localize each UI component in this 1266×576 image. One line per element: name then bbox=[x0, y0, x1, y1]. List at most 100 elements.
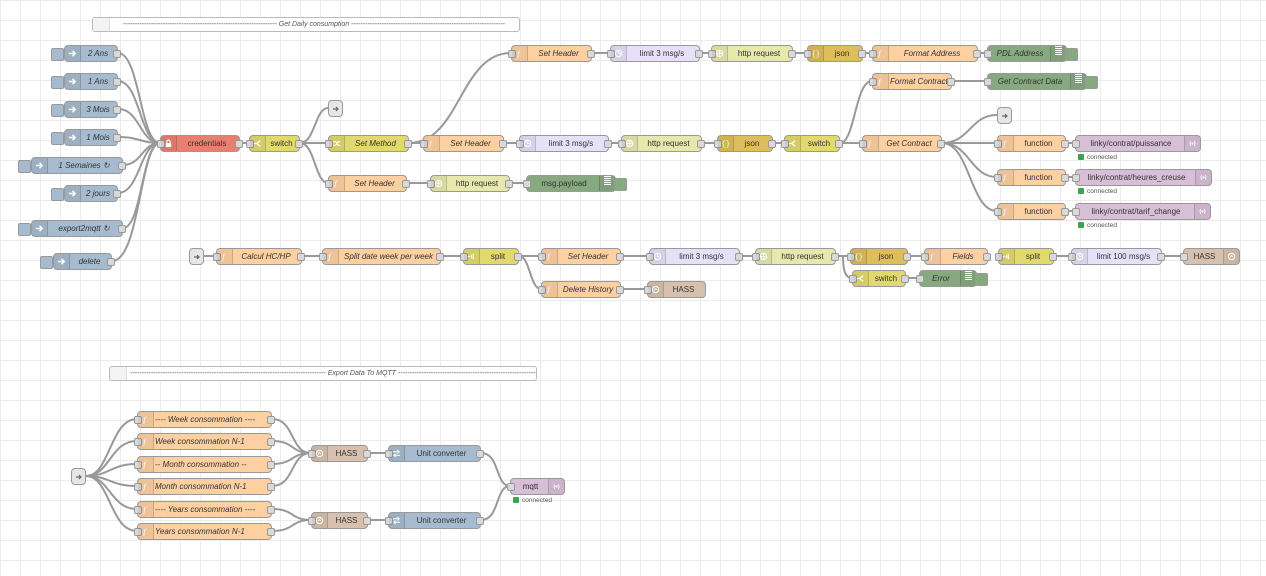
node-mqtt-out[interactable]: mqtt connected bbox=[507, 478, 565, 504]
inject-export2mqtt[interactable]: export2mqtt ↻ bbox=[18, 220, 126, 237]
node-json-top[interactable]: {}json bbox=[804, 45, 866, 62]
node-unit-converter-1[interactable]: Unit converter bbox=[385, 445, 484, 462]
node-hass-4[interactable]: HASS bbox=[308, 512, 371, 529]
node-label: 3 Mois bbox=[86, 105, 110, 114]
node-label: mqtt bbox=[522, 482, 539, 491]
inject-2-ans[interactable]: 2 Ans bbox=[51, 45, 121, 62]
node-label: switch bbox=[807, 139, 831, 148]
node-error[interactable]: Error bbox=[916, 270, 988, 287]
function-icon: f bbox=[329, 176, 345, 191]
inject-button[interactable] bbox=[51, 132, 64, 145]
link-in-node[interactable] bbox=[71, 468, 86, 485]
inject-button[interactable] bbox=[51, 104, 64, 117]
status-connected: connected bbox=[1078, 222, 1117, 229]
debug-toggle[interactable] bbox=[975, 273, 988, 286]
comment-icon bbox=[93, 18, 110, 31]
node-years[interactable]: f---- Years consommation ---- bbox=[134, 501, 275, 518]
node-switch-2[interactable]: switch bbox=[781, 135, 843, 152]
node-label: 2 Ans bbox=[87, 49, 109, 58]
debug-toggle[interactable] bbox=[614, 178, 627, 191]
node-label: switch bbox=[874, 274, 898, 283]
inject-button[interactable] bbox=[18, 223, 31, 236]
inject-button[interactable] bbox=[51, 48, 64, 61]
debug-toggle[interactable] bbox=[1065, 48, 1078, 61]
node-limit-100[interactable]: limit 100 msg/s bbox=[1068, 248, 1165, 265]
comment-mqtt[interactable]: ----------------------------------------… bbox=[109, 366, 537, 381]
svg-text:f: f bbox=[328, 253, 332, 261]
node-hass-1[interactable]: HASS bbox=[1180, 248, 1240, 265]
inject-button[interactable] bbox=[40, 256, 53, 269]
inject-1-ans[interactable]: 1 Ans bbox=[51, 73, 121, 90]
node-limit-2[interactable]: limit 3 msg/s bbox=[516, 135, 612, 152]
node-unit-converter-2[interactable]: Unit converter bbox=[385, 512, 484, 529]
node-get-contract-data[interactable]: Get Contract Data bbox=[984, 73, 1098, 90]
node-switch-main[interactable]: switch bbox=[246, 135, 303, 152]
inject-2-jours[interactable]: 2 jours bbox=[51, 185, 121, 202]
inject-1-semaines[interactable]: 1 Semaines ↻ bbox=[18, 157, 126, 174]
link-in-node[interactable] bbox=[189, 248, 204, 265]
inject-1-mois[interactable]: 1 Mois bbox=[51, 129, 121, 146]
node-split-1[interactable]: split bbox=[460, 248, 522, 265]
node-limit-top[interactable]: limit 3 msg/s bbox=[607, 45, 703, 62]
node-set-method[interactable]: Set Method bbox=[325, 135, 412, 152]
node-label: Get Contract Data bbox=[997, 77, 1063, 86]
node-week[interactable]: f---- Week consommation ---- bbox=[134, 411, 275, 428]
home-assistant-icon bbox=[648, 282, 664, 297]
node-label: limit 3 msg/s bbox=[639, 49, 685, 58]
inject-3-mois[interactable]: 3 Mois bbox=[51, 101, 121, 118]
arrow-icon bbox=[32, 221, 48, 236]
inject-button[interactable] bbox=[51, 76, 64, 89]
node-hass-2[interactable]: HASS bbox=[644, 281, 706, 298]
node-credentials[interactable]: credentials bbox=[157, 135, 243, 152]
inject-delete[interactable]: delete bbox=[40, 253, 115, 270]
debug-toggle[interactable] bbox=[1085, 76, 1098, 89]
inject-button[interactable] bbox=[51, 188, 64, 201]
node-http-4[interactable]: http request bbox=[752, 248, 839, 265]
node-label: HASS bbox=[335, 449, 358, 458]
timer-icon bbox=[650, 249, 666, 264]
status-connected: connected bbox=[513, 497, 552, 504]
node-pdl-address[interactable]: PDL Address bbox=[984, 45, 1078, 62]
node-month[interactable]: f-- Month consommation -- bbox=[134, 456, 275, 473]
link-out-node[interactable] bbox=[328, 100, 343, 117]
globe-icon bbox=[622, 136, 638, 151]
node-http-2[interactable]: http request bbox=[618, 135, 705, 152]
node-hass-3[interactable]: HASS bbox=[308, 445, 371, 462]
inject-button[interactable] bbox=[18, 160, 31, 173]
node-http-3[interactable]: http request bbox=[427, 175, 513, 192]
link-out-node[interactable] bbox=[997, 107, 1012, 124]
node-switch-4[interactable]: switch bbox=[849, 270, 909, 287]
node-label: 2 jours bbox=[85, 189, 110, 198]
node-label: Set Method bbox=[355, 139, 396, 148]
node-http-top[interactable]: http request bbox=[708, 45, 796, 62]
comment-daily[interactable]: ----------------------------------------… bbox=[92, 17, 520, 32]
node-json-2[interactable]: {}json bbox=[714, 135, 776, 152]
node-msg-payload[interactable]: msg.payload bbox=[523, 175, 627, 192]
node-limit-4[interactable]: limit 3 msg/s bbox=[646, 248, 743, 265]
node-label: ---- Week consommation ---- bbox=[155, 415, 256, 424]
node-split-2[interactable]: split bbox=[995, 248, 1057, 265]
node-json-4[interactable]: {}json bbox=[847, 248, 911, 265]
shuffle-icon bbox=[329, 136, 345, 151]
